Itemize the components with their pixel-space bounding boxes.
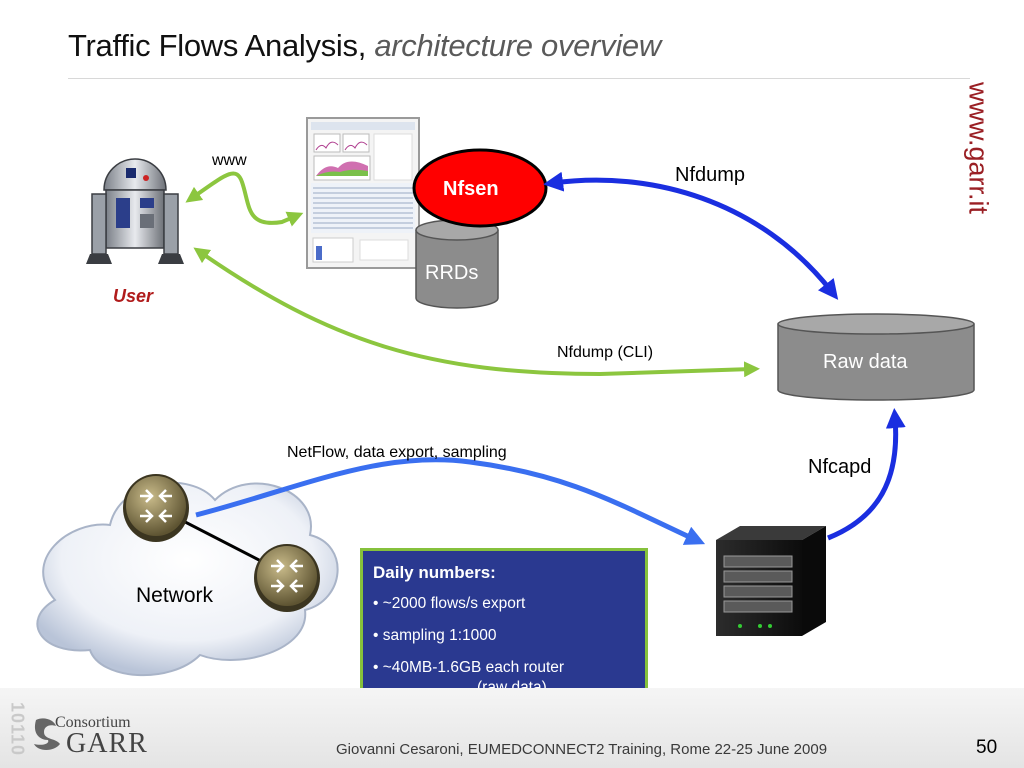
nfdump-label: Nfdump [675,164,746,186]
logo-garr-text: GARR [66,728,148,759]
network-cloud [36,481,339,677]
logo-consortium-text: Consortium [55,714,131,731]
footer-band [0,688,1024,768]
nfdump-arrow [543,171,839,300]
garr-logo-icon [34,718,60,750]
binary-decoration: 10110 [6,692,28,766]
daily-numbers-item-1: • ~2000 flows/s export [373,595,526,612]
nfsen-label: Nfsen [443,178,499,200]
raw-data-label: Raw data [823,351,908,373]
nfcapd-arrow [827,408,906,541]
raw-data-cylinder [777,313,975,401]
daily-numbers-heading: Daily numbers: [373,563,496,582]
www-arrow [185,171,304,227]
nfcapd-label: Nfcapd [808,456,872,478]
www-label: www [212,152,247,169]
collector-server-icon [716,526,826,636]
footer-text: Giovanni Cesaroni, EUMEDCONNECT2 Trainin… [336,741,828,758]
nfdump-cli-label: Nfdump (CLI) [557,344,654,361]
netflow-label: NetFlow, data export, sampling [287,444,507,461]
binary-decoration-text: 10110 [7,701,28,757]
nfsen-screenshot-thumbnail [306,117,420,269]
slide-title: Traffic Flows Analysis, architecture ove… [68,28,661,64]
user-robot-icon [86,158,184,264]
router-2-icon [254,544,320,612]
network-label: Network [136,584,214,607]
rrds-label: RRDs [425,262,479,284]
router-1-icon [123,474,189,542]
title-subtitle: architecture overview [374,28,661,63]
page-number: 50 [976,737,998,758]
netflow-arrow [195,457,706,545]
nfdump-cli-arrow [193,247,760,378]
title-main: Traffic Flows Analysis, [68,28,367,63]
user-label: User [113,286,154,306]
daily-numbers-item-3: • ~40MB-1.6GB each router [373,659,565,676]
daily-numbers-item-2: • sampling 1:1000 [373,627,497,644]
title-divider [68,78,970,79]
